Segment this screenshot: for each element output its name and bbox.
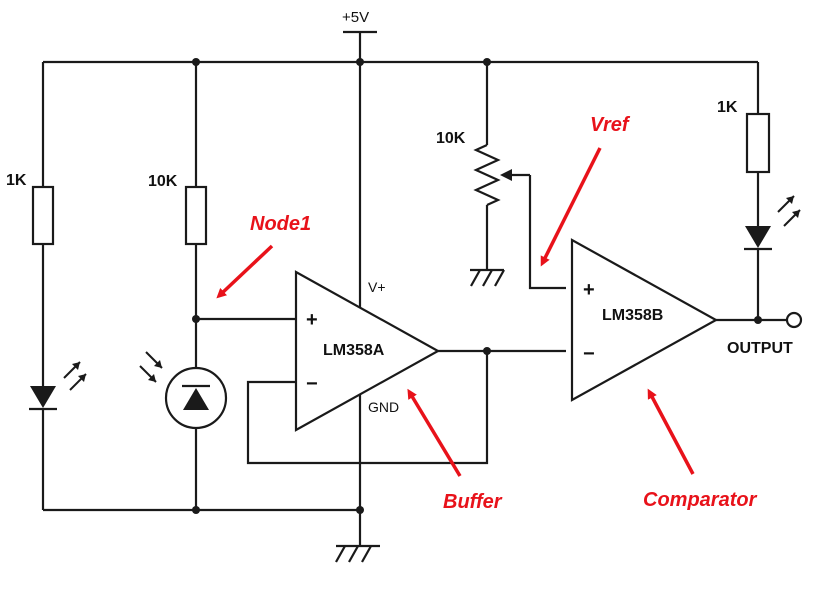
- supply-rail: [43, 30, 758, 66]
- photodiode-branch: [139, 62, 228, 510]
- led-branch-right: [744, 62, 801, 320]
- potentiometer: [470, 62, 566, 290]
- resistor-1k-right-label: 1K: [717, 99, 738, 116]
- annotation-buffer: Buffer: [443, 491, 503, 513]
- opamp-b-minus: −: [583, 343, 595, 365]
- ground-symbol-main: [335, 544, 380, 563]
- resistor-1k-left: [31, 185, 55, 246]
- resistor-10k-photo: [184, 185, 208, 246]
- led-branch-left: [29, 62, 87, 510]
- opamp-lm358b: [570, 238, 803, 402]
- supply-label: +5V: [342, 9, 369, 26]
- potentiometer-label: 10K: [436, 130, 466, 147]
- output-label: OUTPUT: [727, 340, 793, 357]
- resistor-10k-photo-label: 10K: [148, 173, 178, 190]
- opamp-a-vplus: V+: [368, 279, 386, 295]
- annotation-node1: Node1: [250, 213, 311, 235]
- opamp-b-label: LM358B: [602, 307, 663, 324]
- opamp-a-plus: +: [306, 309, 318, 331]
- resistor-1k-left-label: 1K: [6, 172, 27, 189]
- output-terminal: [785, 311, 803, 329]
- opamp-lm358a: [196, 62, 566, 510]
- led-left-icon: [30, 386, 56, 408]
- led-right-icon: [745, 226, 771, 248]
- annotation-arrows: [216, 147, 695, 477]
- opamp-a-gnd: GND: [368, 399, 399, 415]
- annotation-comparator: Comparator: [643, 489, 758, 511]
- opamp-a-label: LM358A: [323, 342, 385, 359]
- opamp-a-minus: −: [306, 373, 318, 395]
- resistor-1k-right: [745, 112, 771, 174]
- opamp-b-plus: +: [583, 279, 595, 301]
- ground-rail: [43, 506, 364, 546]
- annotation-vref: Vref: [590, 114, 631, 136]
